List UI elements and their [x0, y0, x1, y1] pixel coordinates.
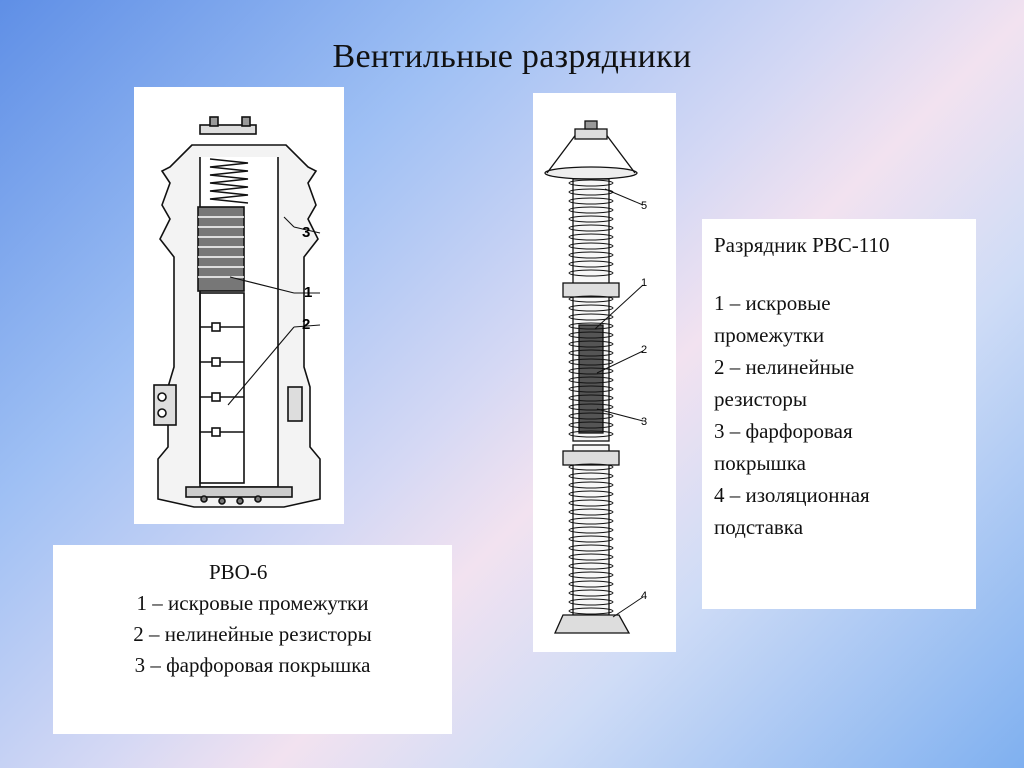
rvs110-callout-5: 5 [641, 200, 647, 212]
insulator-shed [568, 251, 614, 259]
insulator-shed [568, 313, 614, 321]
rvo6-item-line: 3 – фарфоровая покрышка [134, 653, 371, 677]
rvs110-caption: Разрядник РВС-110 1 – искровые промежутк… [702, 219, 976, 609]
rvs110-item-line: 4 – изоляционная [714, 483, 870, 507]
insulator-shed [568, 412, 614, 420]
rvs110-callout-2: 2 [641, 344, 647, 356]
rvs110-drawing-panel: 5 1 2 3 4 [533, 93, 676, 652]
insulator-shed [568, 607, 614, 615]
insulator-shed [568, 331, 614, 339]
rvo6-item-line: 2 – нелинейные резисторы [133, 622, 372, 646]
rvs110-heading: Разрядник РВС-110 [714, 233, 890, 257]
insulator-shed [568, 260, 614, 268]
insulator-shed [568, 304, 614, 312]
insulator-shed [568, 553, 614, 561]
rvs110-item-line: резисторы [714, 387, 807, 411]
rvo6-caption: РВО-6 1 – искровые промежутки 2 – нелине… [53, 545, 452, 734]
insulator-shed [568, 544, 614, 552]
insulator-shed [568, 481, 614, 489]
rvo6-callout-3: 3 [302, 224, 310, 241]
rvs110-arrester-drawing: 5 1 2 3 4 [544, 120, 647, 634]
insulator-shed [568, 367, 614, 375]
rvs110-item-line: покрышка [714, 451, 806, 475]
insulator-shed [568, 490, 614, 498]
rvo6-drawing-panel: 3 1 2 [134, 87, 344, 524]
slide-title: Вентильные разрядники [332, 38, 692, 75]
rvs110-callout-3: 3 [641, 416, 647, 428]
insulator-shed [568, 224, 614, 232]
insulator-shed [568, 430, 614, 438]
rvs110-callout-4: 4 [641, 590, 647, 602]
insulator-shed [568, 517, 614, 525]
rvs110-item-line: подставка [714, 515, 804, 539]
insulator-shed [568, 535, 614, 543]
rvo6-arrester-drawing: 3 1 2 [153, 116, 321, 508]
insulator-shed [568, 349, 614, 357]
insulator-shed [568, 179, 614, 187]
insulator-shed [568, 589, 614, 597]
insulator-shed [568, 580, 614, 588]
rvs110-item-line: промежутки [714, 323, 825, 347]
rvo6-item-line: 1 – искровые промежутки [136, 591, 369, 615]
insulator-shed [568, 403, 614, 411]
insulator-shed [568, 508, 614, 516]
rvo6-callout-1: 1 [304, 284, 312, 301]
insulator-shed [568, 472, 614, 480]
insulator-shed [568, 463, 614, 471]
insulator-shed [568, 526, 614, 534]
insulator-shed [568, 394, 614, 402]
insulator-shed [568, 499, 614, 507]
insulator-shed [568, 206, 614, 214]
insulator-shed [568, 562, 614, 570]
rvs110-item-line: 1 – искровые [714, 291, 831, 315]
insulator-shed [568, 233, 614, 241]
insulator-shed [568, 295, 614, 303]
insulator-shed [568, 571, 614, 579]
insulator-shed [568, 215, 614, 223]
rvo6-heading: РВО-6 [209, 560, 268, 584]
insulator-shed [568, 358, 614, 366]
insulator-shed [568, 421, 614, 429]
rvs110-item-line: 3 – фарфоровая [714, 419, 853, 443]
rvs110-callout-1: 1 [641, 277, 647, 289]
insulator-shed [568, 598, 614, 606]
insulator-shed [568, 269, 614, 277]
insulator-shed [568, 322, 614, 330]
insulator-shed [568, 340, 614, 348]
insulator-shed [568, 197, 614, 205]
insulator-shed [568, 242, 614, 250]
insulator-shed [568, 385, 614, 393]
insulator-shed [568, 376, 614, 384]
rvo6-callout-2: 2 [302, 316, 310, 333]
rvs110-item-line: 2 – нелинейные [714, 355, 855, 379]
